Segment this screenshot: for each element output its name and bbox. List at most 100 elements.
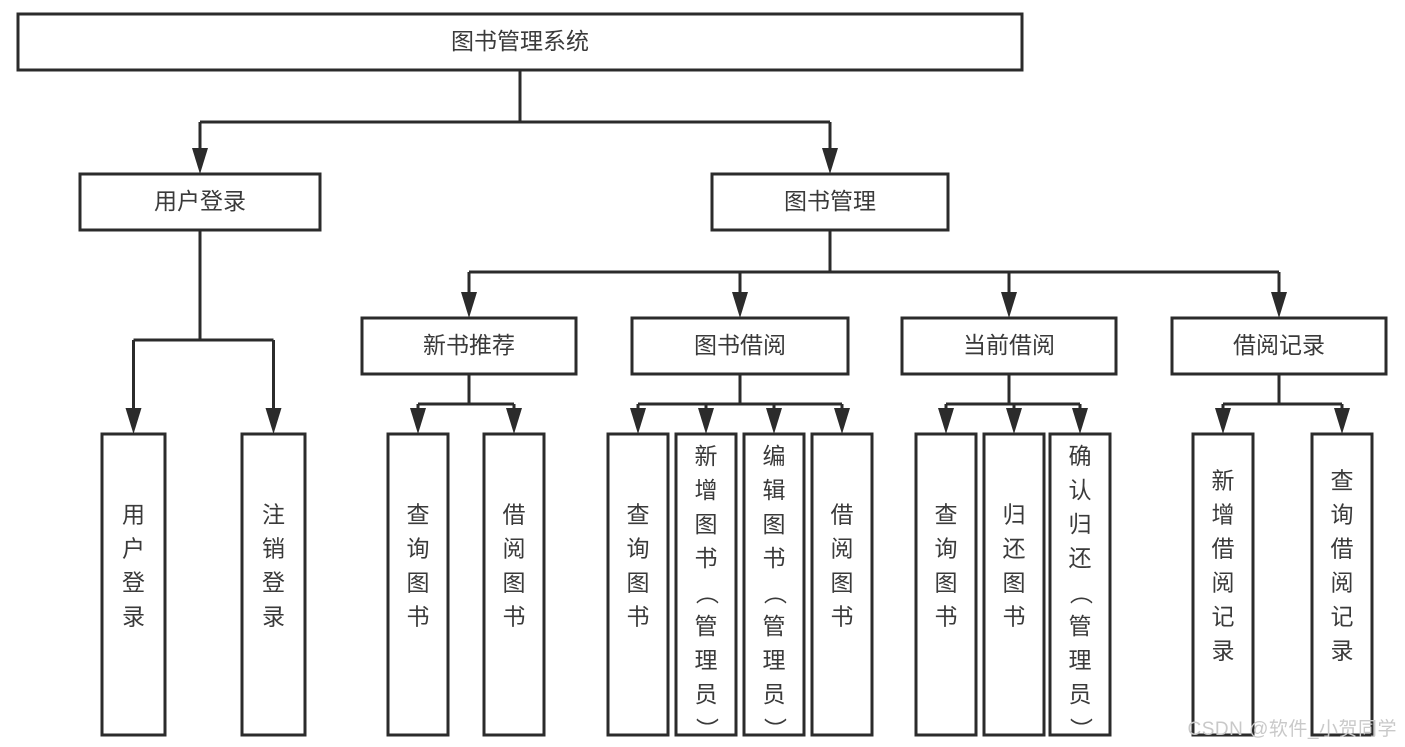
svg-text:归: 归 xyxy=(1069,511,1092,537)
node-label: 图书借阅 xyxy=(694,332,786,358)
svg-text:登: 登 xyxy=(262,570,285,596)
svg-text:借: 借 xyxy=(503,502,526,528)
node-leaf-0[interactable]: 用户登录 xyxy=(100,432,167,737)
node-label: 新书推荐 xyxy=(423,332,515,358)
svg-text:）: ） xyxy=(762,718,788,741)
svg-text:询: 询 xyxy=(627,536,650,562)
node-box xyxy=(742,432,806,737)
node-level2-1[interactable]: 图书管理 xyxy=(710,172,950,232)
svg-text:）: ） xyxy=(1068,718,1094,741)
svg-text:归: 归 xyxy=(1003,502,1026,528)
node-level3-0[interactable]: 新书推荐 xyxy=(360,316,578,376)
svg-text:销: 销 xyxy=(262,536,285,562)
level3-2-to-leaves-branch-2-head xyxy=(1072,408,1088,434)
svg-text:辑: 辑 xyxy=(763,477,786,503)
svg-text:员: 员 xyxy=(763,681,786,707)
svg-text:增: 增 xyxy=(1212,502,1235,528)
level3-0-to-leaves-branch-1-head xyxy=(506,408,522,434)
node-level3-3[interactable]: 借阅记录 xyxy=(1170,316,1388,376)
node-box xyxy=(386,432,450,737)
svg-text:阅: 阅 xyxy=(1212,570,1235,596)
svg-text:录: 录 xyxy=(1212,638,1235,664)
svg-text:编: 编 xyxy=(763,443,786,469)
userlogin-to-leaves-branch-1-head xyxy=(265,408,282,434)
svg-text:阅: 阅 xyxy=(1331,570,1354,596)
svg-text:借: 借 xyxy=(1212,536,1235,562)
svg-text:查: 查 xyxy=(1331,468,1354,494)
svg-text:员: 员 xyxy=(1069,681,1092,707)
svg-text:书: 书 xyxy=(503,604,526,630)
svg-text:图: 图 xyxy=(695,511,718,537)
svg-text:新: 新 xyxy=(1212,468,1235,494)
svg-text:登: 登 xyxy=(122,570,145,596)
node-box xyxy=(16,12,1024,72)
node-box xyxy=(810,432,874,737)
node-root-0[interactable]: 图书管理系统 xyxy=(16,12,1024,72)
node-box xyxy=(630,316,850,376)
level3-1-to-leaves-branch-2-head xyxy=(766,408,782,434)
node-label: 用户登录 xyxy=(122,502,145,630)
node-level3-1[interactable]: 图书借阅 xyxy=(630,316,850,376)
node-layer: 图书管理系统用户登录图书管理新书推荐图书借阅当前借阅借阅记录用户登录注销登录查询… xyxy=(16,12,1388,741)
node-box xyxy=(240,432,307,737)
node-box xyxy=(78,172,322,232)
svg-text:还: 还 xyxy=(1003,536,1026,562)
svg-text:书: 书 xyxy=(695,545,718,571)
svg-text:理: 理 xyxy=(1069,647,1092,673)
svg-text:询: 询 xyxy=(1331,502,1354,528)
node-label: 用户登录 xyxy=(154,188,246,214)
svg-text:书: 书 xyxy=(1003,604,1026,630)
svg-text:注: 注 xyxy=(262,502,285,528)
node-box xyxy=(1048,432,1112,737)
svg-text:图: 图 xyxy=(1003,570,1026,596)
bookmgmt-to-level3-branch-3-head xyxy=(1271,292,1287,318)
level3-2-to-leaves-branch-1-head xyxy=(1006,408,1022,434)
svg-text:户: 户 xyxy=(122,536,145,562)
svg-text:借: 借 xyxy=(1331,536,1354,562)
svg-text:（: （ xyxy=(694,582,720,605)
node-level3-2[interactable]: 当前借阅 xyxy=(900,316,1118,376)
svg-text:书: 书 xyxy=(763,545,786,571)
node-box xyxy=(914,432,978,737)
level3-3-to-leaves-branch-1-head xyxy=(1334,408,1350,434)
root-to-level2-branch-1-head xyxy=(822,148,838,174)
svg-text:图: 图 xyxy=(627,570,650,596)
bookmgmt-to-level3-branch-1-head xyxy=(732,292,748,318)
svg-text:查: 查 xyxy=(627,502,650,528)
svg-text:确: 确 xyxy=(1069,443,1092,469)
node-box xyxy=(606,432,670,737)
node-box xyxy=(982,432,1046,737)
svg-text:图: 图 xyxy=(935,570,958,596)
svg-text:记: 记 xyxy=(1331,604,1354,630)
svg-text:书: 书 xyxy=(407,604,430,630)
svg-text:还: 还 xyxy=(1069,545,1092,571)
svg-text:查: 查 xyxy=(935,502,958,528)
node-level2-0[interactable]: 用户登录 xyxy=(78,172,322,232)
svg-text:管: 管 xyxy=(1069,613,1092,639)
node-box xyxy=(482,432,546,737)
level3-3-to-leaves-branch-0-head xyxy=(1215,408,1231,434)
level3-0-to-leaves-branch-0-head xyxy=(410,408,426,434)
